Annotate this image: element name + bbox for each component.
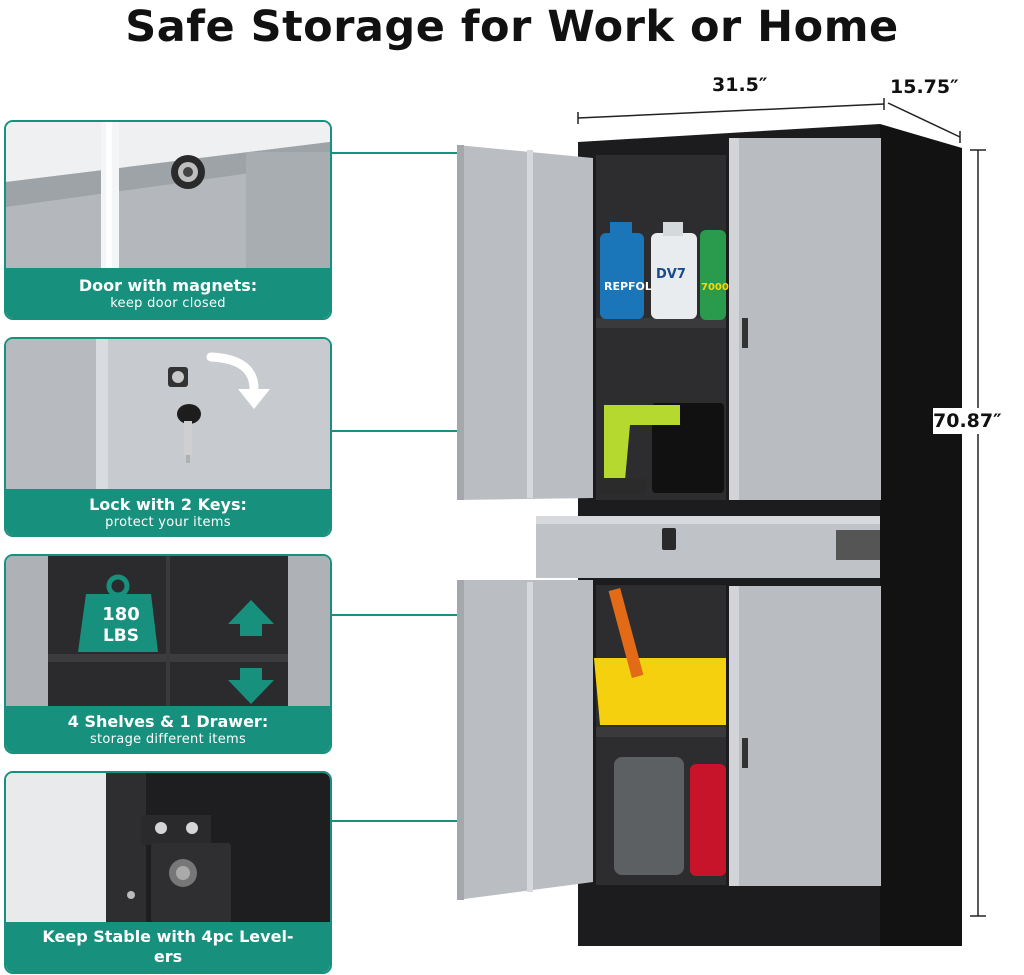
page-title: Safe Storage for Work or Home	[125, 2, 899, 52]
feature-title: 4 Shelves & 1 Drawer:	[67, 712, 269, 731]
feature-subtitle: keep door closed	[110, 296, 226, 311]
feature-title: Lock with 2 Keys:	[89, 495, 247, 514]
feature-caption: Door with magnets: keep door closed	[6, 268, 330, 318]
feature-subtitle: storage different items	[89, 732, 247, 747]
cabinet-image: REPFOL DV7 7000	[457, 98, 986, 946]
feature-card-levelers: Keep Stable with 4pc Level- ers	[4, 771, 332, 974]
width-dimension-label: 31.5″	[712, 74, 768, 96]
weight-badge-unit: LBS	[102, 626, 140, 646]
oil-label-1: REPFOL	[604, 280, 652, 293]
feature-card-shelves: 180 LBS 4 Shelves & 1 Drawer: storage di…	[4, 554, 332, 754]
depth-dimension-label: 15.75″	[890, 76, 959, 98]
oil-label-2: DV7	[656, 267, 686, 282]
feature-title: Keep Stable with 4pc Level-	[42, 927, 294, 946]
oil-label-3: 7000	[701, 282, 729, 293]
feature-caption: 4 Shelves & 1 Drawer: storage different …	[6, 706, 330, 752]
feature-card-magnets: Door with magnets: keep door closed	[4, 120, 332, 320]
feature-card-lock: Lock with 2 Keys: protect your items	[4, 337, 332, 537]
weight-badge-value: 180	[102, 604, 140, 625]
feature-caption: Lock with 2 Keys: protect your items	[6, 489, 330, 535]
shelves-closeup-image	[6, 556, 330, 752]
feature-title-line2: ers	[153, 947, 183, 966]
feature-title: Door with magnets:	[78, 276, 258, 295]
feature-subtitle: protect your items	[105, 515, 231, 530]
feature-caption: Keep Stable with 4pc Level- ers	[6, 922, 330, 972]
height-dimension-label: 70.87″	[933, 408, 1002, 434]
